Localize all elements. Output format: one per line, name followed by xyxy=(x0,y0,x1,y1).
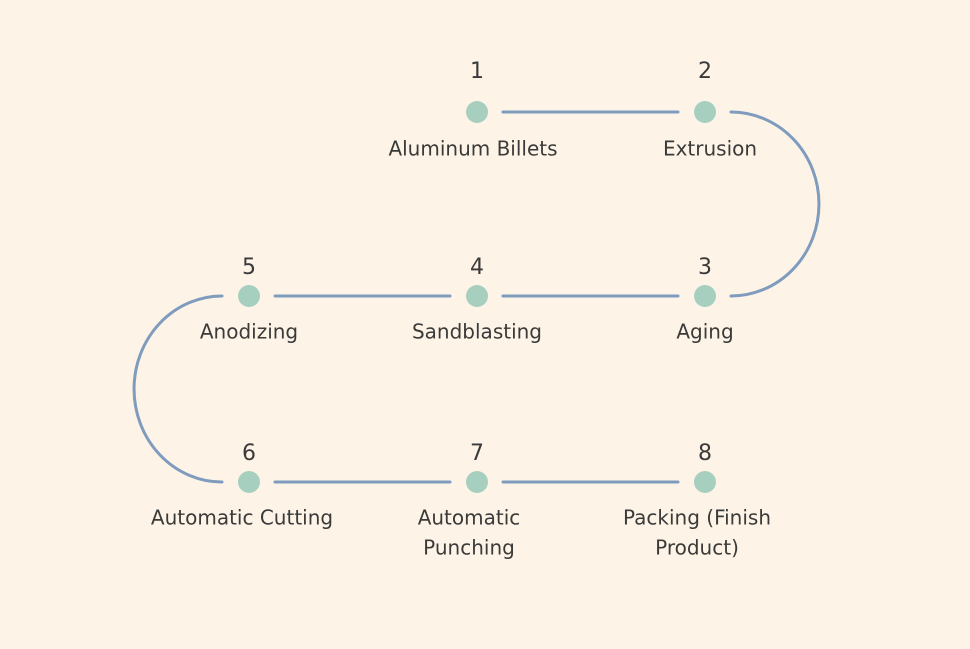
connector-curve-5-6 xyxy=(132,294,224,484)
step-dot xyxy=(466,471,488,493)
step-label: Anodizing xyxy=(200,320,298,344)
step-number: 6 xyxy=(242,441,256,466)
step-number: 1 xyxy=(470,59,484,84)
step-dot xyxy=(694,101,716,123)
step-5: 5 Anodizing xyxy=(200,255,298,344)
step-6: 6 Automatic Cutting xyxy=(151,441,333,530)
step-number: 7 xyxy=(470,441,484,466)
step-2: 2 Extrusion xyxy=(663,59,757,161)
step-dot xyxy=(238,285,260,307)
step-dot xyxy=(694,471,716,493)
step-label: Extrusion xyxy=(663,137,757,161)
step-number: 4 xyxy=(470,255,484,280)
step-label: Product) xyxy=(655,536,739,560)
step-number: 3 xyxy=(698,255,712,280)
step-1: 1 Aluminum Billets xyxy=(388,59,557,161)
connector-curve-2-3 xyxy=(729,110,821,298)
step-number: 8 xyxy=(698,441,712,466)
step-7: 7 Automatic Punching xyxy=(418,441,521,560)
step-number: 2 xyxy=(698,59,712,84)
step-dot xyxy=(694,285,716,307)
step-label: Punching xyxy=(423,536,515,560)
step-label: Sandblasting xyxy=(412,320,542,344)
step-label: Aging xyxy=(676,320,733,344)
step-4: 4 Sandblasting xyxy=(412,255,542,344)
step-label: Automatic Cutting xyxy=(151,506,333,530)
step-3: 3 Aging xyxy=(676,255,733,344)
step-label: Aluminum Billets xyxy=(388,137,557,161)
step-8: 8 Packing (Finish Product) xyxy=(623,441,771,560)
step-label: Packing (Finish xyxy=(623,506,771,530)
step-dot xyxy=(238,471,260,493)
step-number: 5 xyxy=(242,255,256,280)
step-dot xyxy=(466,285,488,307)
step-dot xyxy=(466,101,488,123)
step-label: Automatic xyxy=(418,506,521,530)
